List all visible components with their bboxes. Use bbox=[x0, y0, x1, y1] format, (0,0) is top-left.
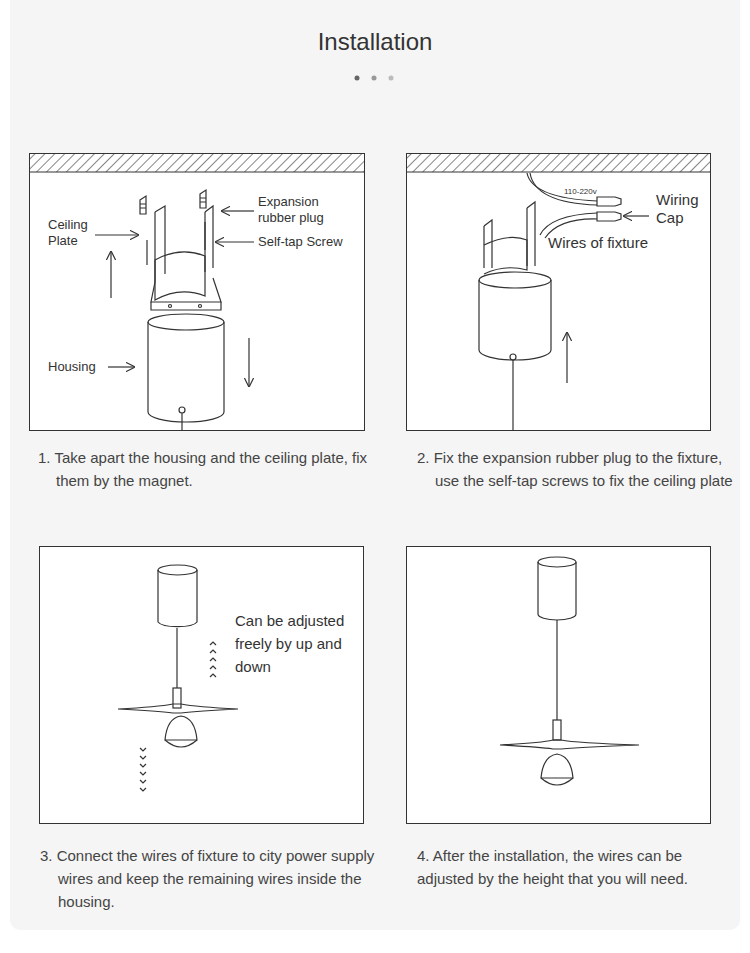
part-label: Ceiling Plate bbox=[48, 217, 108, 249]
page-title: Installation bbox=[0, 28, 750, 56]
step-panel: Expansion rubber plugCeiling PlateSelf-t… bbox=[29, 153, 365, 431]
part-label: Expansion rubber plug bbox=[258, 194, 348, 226]
step-caption: 3. Connect the wires of fixture to city … bbox=[40, 844, 388, 913]
step-caption: 1. Take apart the housing and the ceilin… bbox=[38, 446, 386, 492]
step-panel: 110-220vWiring CapWires of fixture2. Fix… bbox=[406, 153, 711, 431]
part-label: Self-tap Screw bbox=[258, 234, 358, 250]
part-label: Can be adjusted freely by up and down bbox=[235, 609, 353, 678]
step-caption: 4. After the installation, the wires can… bbox=[417, 844, 742, 890]
part-label: Wiring Cap bbox=[656, 191, 708, 228]
step-caption: 2. Fix the expansion rubber plug to the … bbox=[417, 446, 735, 492]
part-label: Wires of fixture bbox=[548, 234, 668, 252]
part-label: 110-220v bbox=[564, 187, 604, 197]
part-label: Housing bbox=[48, 359, 118, 375]
step-panel: Can be adjusted freely by up and down3. … bbox=[39, 546, 364, 824]
step-panel: 4. After the installation, the wires can… bbox=[406, 546, 711, 824]
